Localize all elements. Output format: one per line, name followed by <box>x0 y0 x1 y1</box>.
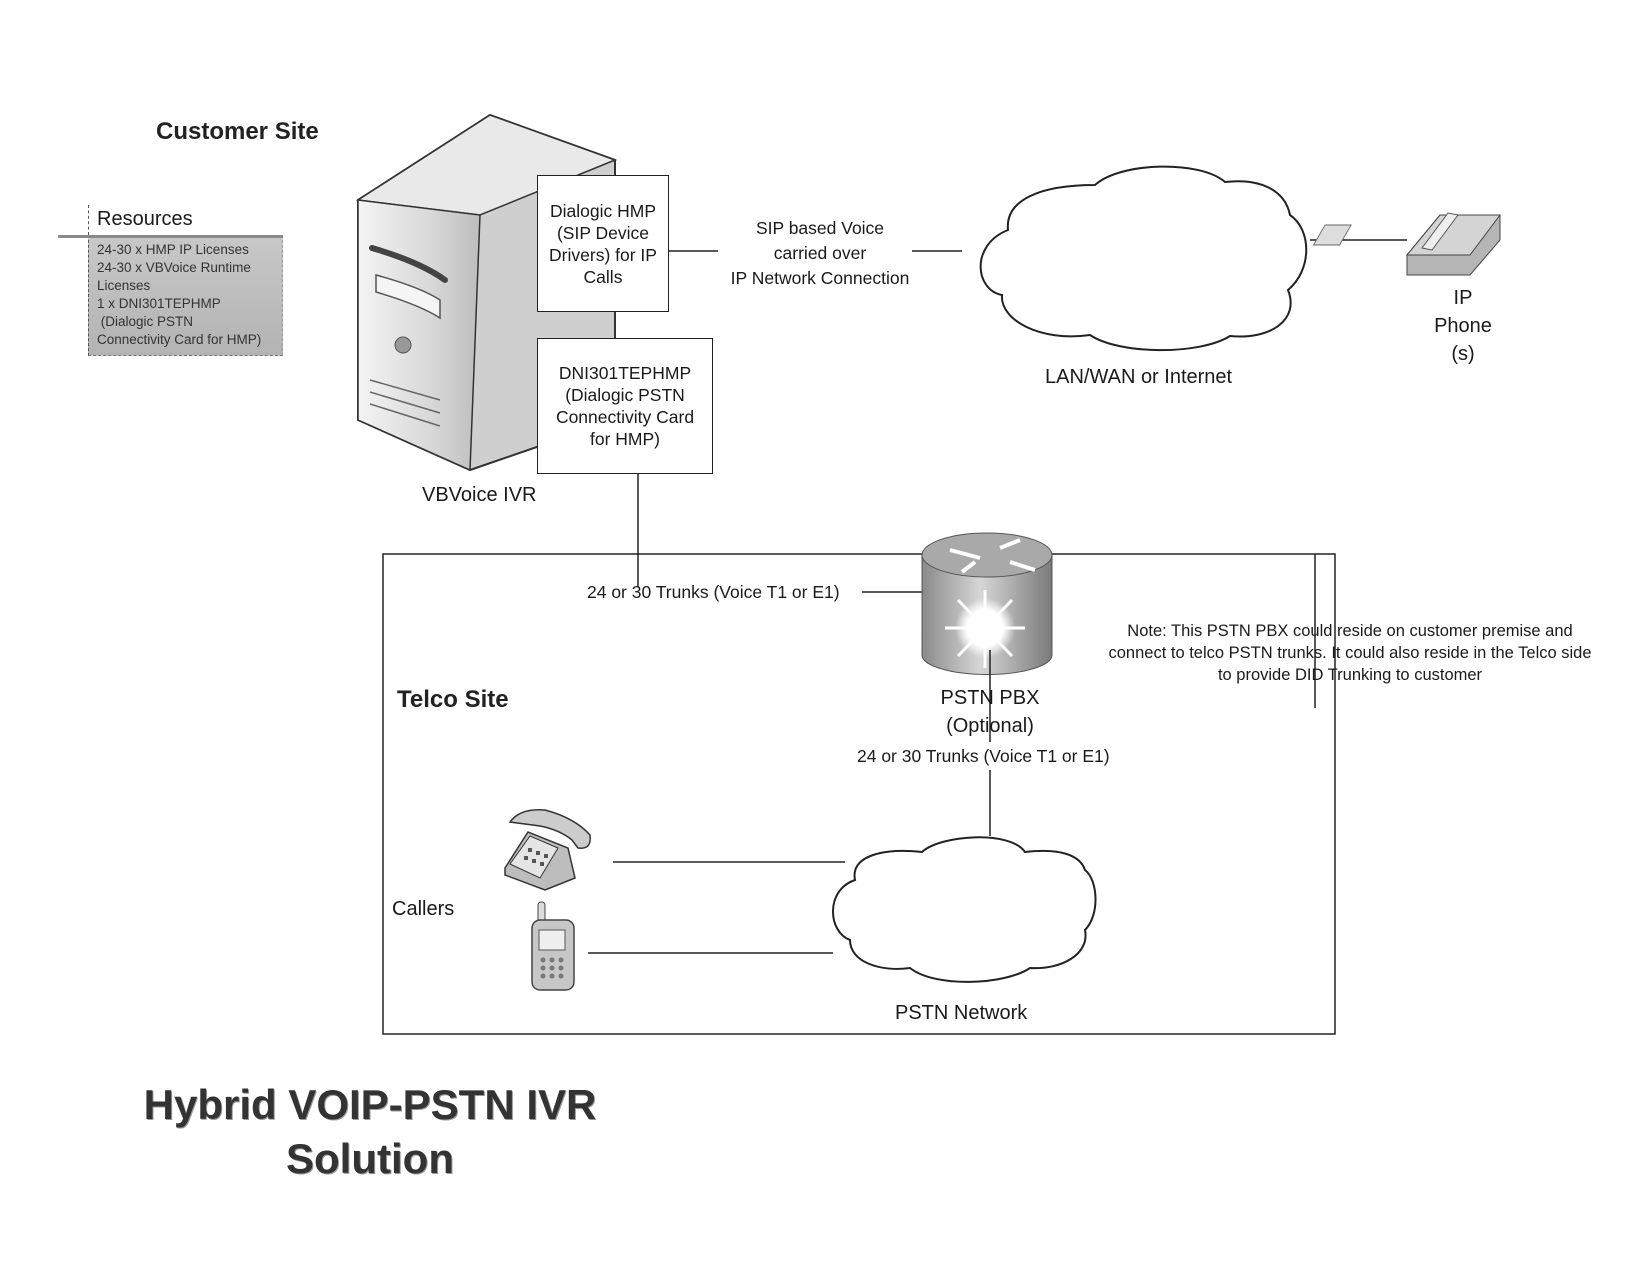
sip-link-label: SIP based Voice carried over IP Network … <box>700 216 940 291</box>
router-switch-icon <box>921 532 1053 675</box>
pstn-card-box: DNI301TEPHMP (Dialogic PSTN Connectivity… <box>537 338 713 474</box>
ip-phone-icon <box>1312 212 1501 276</box>
ip-phone-line: (s) <box>1451 343 1475 365</box>
dialogic-hmp-box: Dialogic HMP (SIP Device Drivers) for IP… <box>537 175 669 312</box>
resources-line: (Dialogic PSTN <box>97 314 194 329</box>
hmp-box-line: (SIP Device <box>556 222 650 243</box>
resources-line: Connectivity Card for HMP) <box>97 332 262 347</box>
resources-line: 1 x DNI301TEPHMP <box>97 296 221 311</box>
mobile-phone-icon <box>531 901 575 991</box>
ip-phone-line: Phone <box>1434 315 1492 337</box>
lan-cloud-label: LAN/WAN or Internet <box>1045 366 1233 388</box>
telco-site-boundary <box>382 553 1336 1035</box>
hmp-box-line: Calls <box>583 266 623 287</box>
customer-site-heading: Customer Site <box>156 118 319 145</box>
resources-list: 24-30 x HMP IP Licenses 24-30 x VBVoice … <box>88 235 283 356</box>
pstn-pbx-label: PSTN PBX (Optional) <box>915 684 1065 740</box>
pbx-note: Note: This PSTN PBX could reside on cust… <box>1108 622 1592 684</box>
sip-link-line: carried over <box>773 243 867 263</box>
hmp-box-line: Drivers) for IP <box>549 244 657 265</box>
resources-line: 24-30 x VBVoice Runtime <box>97 260 251 275</box>
pstn-pbx-line: (Optional) <box>946 715 1034 737</box>
ip-phone-label: IP Phone (s) <box>1420 284 1506 368</box>
callers-label: Callers <box>392 898 455 920</box>
resources-divider <box>58 235 283 238</box>
ip-phone-line: IP <box>1453 287 1473 309</box>
diagram-title-line: Solution <box>286 1135 454 1182</box>
pstn-pbx-line: PSTN PBX <box>940 687 1040 709</box>
pstn-cloud-label: PSTN Network <box>895 1002 1028 1024</box>
diagram-title-line: Hybrid VOIP-PSTN IVR <box>143 1081 597 1128</box>
resources-panel: Resources 24-30 x HMP IP Licenses 24-30 … <box>58 205 283 356</box>
resources-title: Resources <box>88 205 283 235</box>
resources-line: Licenses <box>97 278 151 293</box>
desk-phone-icon <box>504 809 591 891</box>
pstn-card-line: DNI301TEPHMP <box>558 363 692 383</box>
pstn-card-line: (Dialogic PSTN <box>565 385 685 405</box>
trunk-lower-label: 24 or 30 Trunks (Voice T1 or E1) <box>857 746 1110 766</box>
sip-link-line: SIP based Voice <box>755 218 885 238</box>
telco-site-heading: Telco Site <box>397 686 509 713</box>
pstn-card-line: for HMP) <box>590 429 660 449</box>
pstn-cloud-shape <box>832 836 1097 983</box>
resources-line: 24-30 x HMP IP Licenses <box>97 242 249 257</box>
lan-cloud-shape <box>979 165 1308 352</box>
hmp-box-line: Dialogic HMP <box>550 200 656 221</box>
pstn-card-line: Connectivity Card <box>555 407 695 427</box>
ivr-server-label: VBVoice IVR <box>422 484 537 506</box>
diagram-title: Hybrid VOIP-PSTN IVR Solution <box>110 1078 630 1186</box>
trunk-upper-label: 24 or 30 Trunks (Voice T1 or E1) <box>587 582 840 602</box>
sip-link-line: IP Network Connection <box>730 268 910 288</box>
